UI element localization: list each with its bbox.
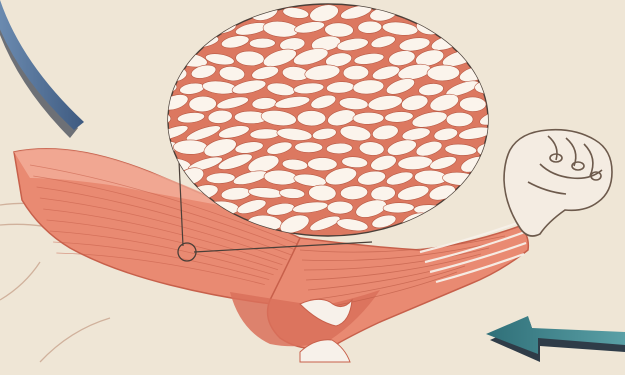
muscle-fiber-cell <box>459 97 486 112</box>
muscle-fiber-cell <box>308 158 338 171</box>
muscle-fiber-cell <box>297 110 326 126</box>
muscle-fiber-cell <box>295 142 323 153</box>
muscle-fiber-cell <box>327 201 353 214</box>
muscle-fiber-cell <box>446 112 473 127</box>
muscle-fiber-cell <box>173 140 207 155</box>
